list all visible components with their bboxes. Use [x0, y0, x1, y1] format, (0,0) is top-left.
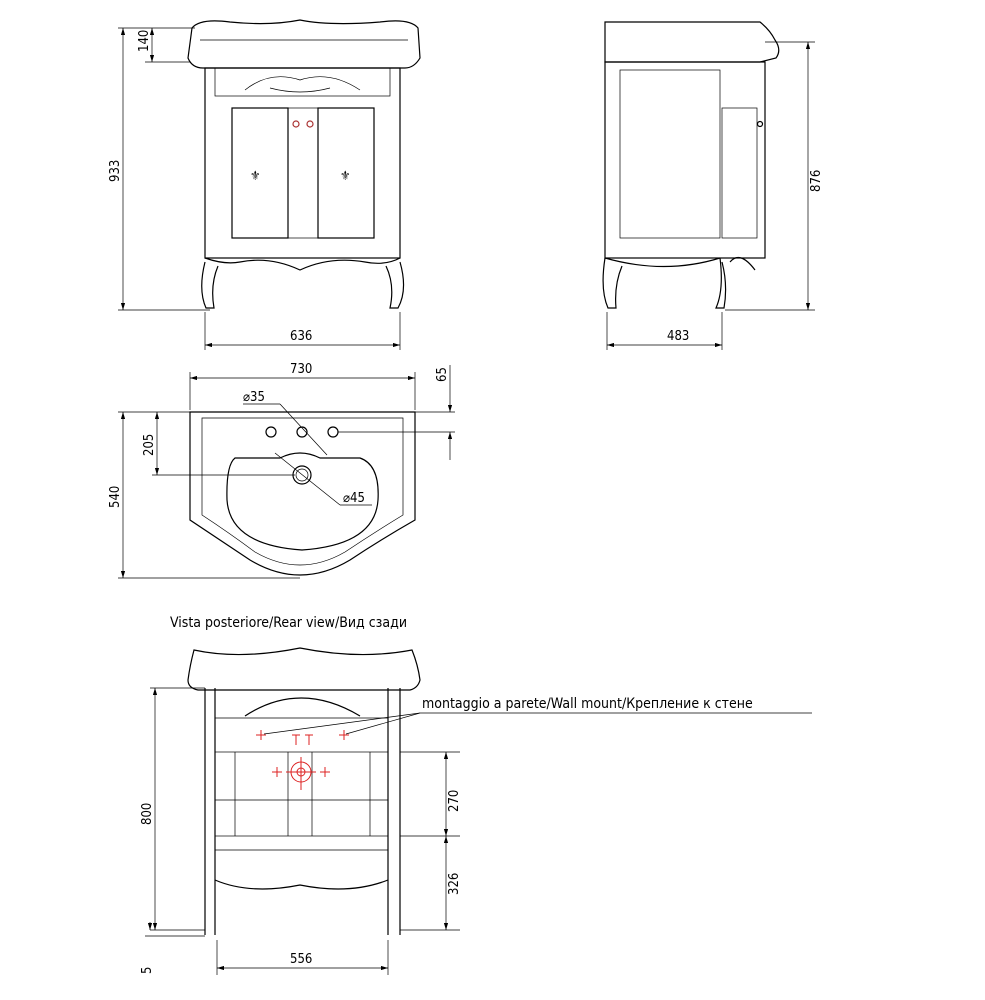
- dim-5: 5: [140, 967, 155, 974]
- dim-730: 730: [290, 362, 312, 377]
- fleur-icon: ⚜: [340, 169, 351, 184]
- dim-270: 270: [447, 790, 462, 812]
- fleur-icon: ⚜: [250, 169, 261, 184]
- dim-556: 556: [290, 952, 312, 967]
- dim-205: 205: [142, 434, 157, 456]
- dim-636: 636: [290, 329, 312, 344]
- front-view: ⚜ ⚜ 140 933 636: [108, 19, 421, 350]
- side-view: 876 483: [602, 21, 824, 350]
- dim-35: ⌀35: [243, 390, 265, 405]
- dim-933: 933: [108, 160, 123, 182]
- dim-45: ⌀45: [343, 491, 365, 506]
- dim-540: 540: [108, 486, 123, 508]
- wall-mount-label: montaggio a parete/Wall mount/Крепление …: [422, 696, 753, 712]
- top-view: 730 65 ⌀35 205 ⌀45 540: [108, 362, 455, 579]
- rear-view-title: Vista posteriore/Rear view/Вид сзади: [170, 615, 407, 631]
- dim-483: 483: [667, 329, 689, 344]
- dim-140: 140: [137, 30, 152, 52]
- dim-876: 876: [809, 170, 824, 192]
- dim-326: 326: [447, 873, 462, 895]
- dim-800: 800: [140, 803, 155, 825]
- wall-mount-marks: [256, 730, 349, 790]
- ornament: [244, 76, 361, 93]
- dim-65: 65: [435, 367, 450, 382]
- rear-view: Vista posteriore/Rear view/Вид сзади mon…: [140, 615, 812, 975]
